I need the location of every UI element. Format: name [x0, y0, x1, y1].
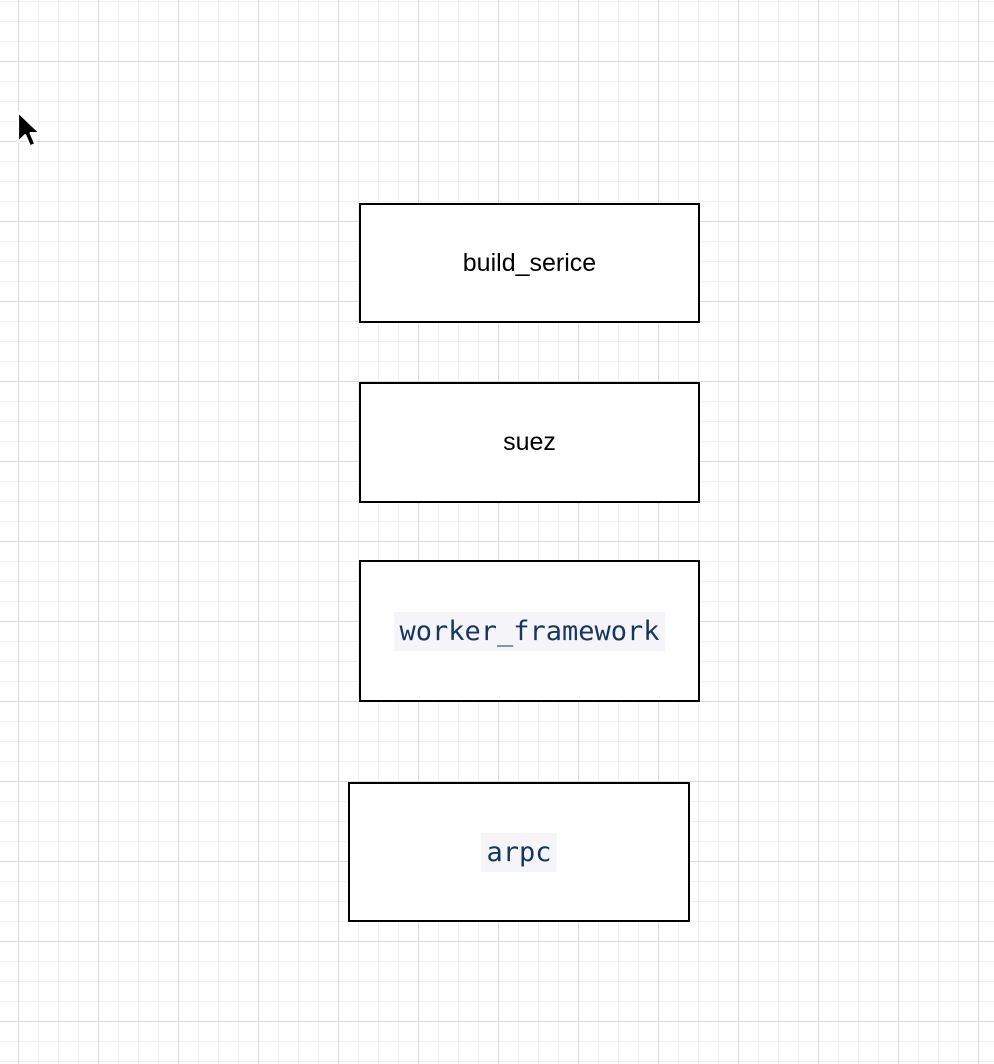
mouse-cursor-icon: [16, 110, 41, 148]
node-label: suez: [503, 428, 556, 456]
diagram-node-suez[interactable]: suez: [359, 382, 700, 503]
diagram-node-build-serice[interactable]: build_serice: [359, 203, 700, 323]
diagram-node-worker-framework[interactable]: worker_framework: [359, 560, 700, 702]
node-label: worker_framework: [394, 611, 665, 651]
node-label: arpc: [481, 832, 557, 872]
node-label: build_serice: [462, 248, 597, 277]
diagram-node-arpc[interactable]: arpc: [348, 782, 690, 922]
